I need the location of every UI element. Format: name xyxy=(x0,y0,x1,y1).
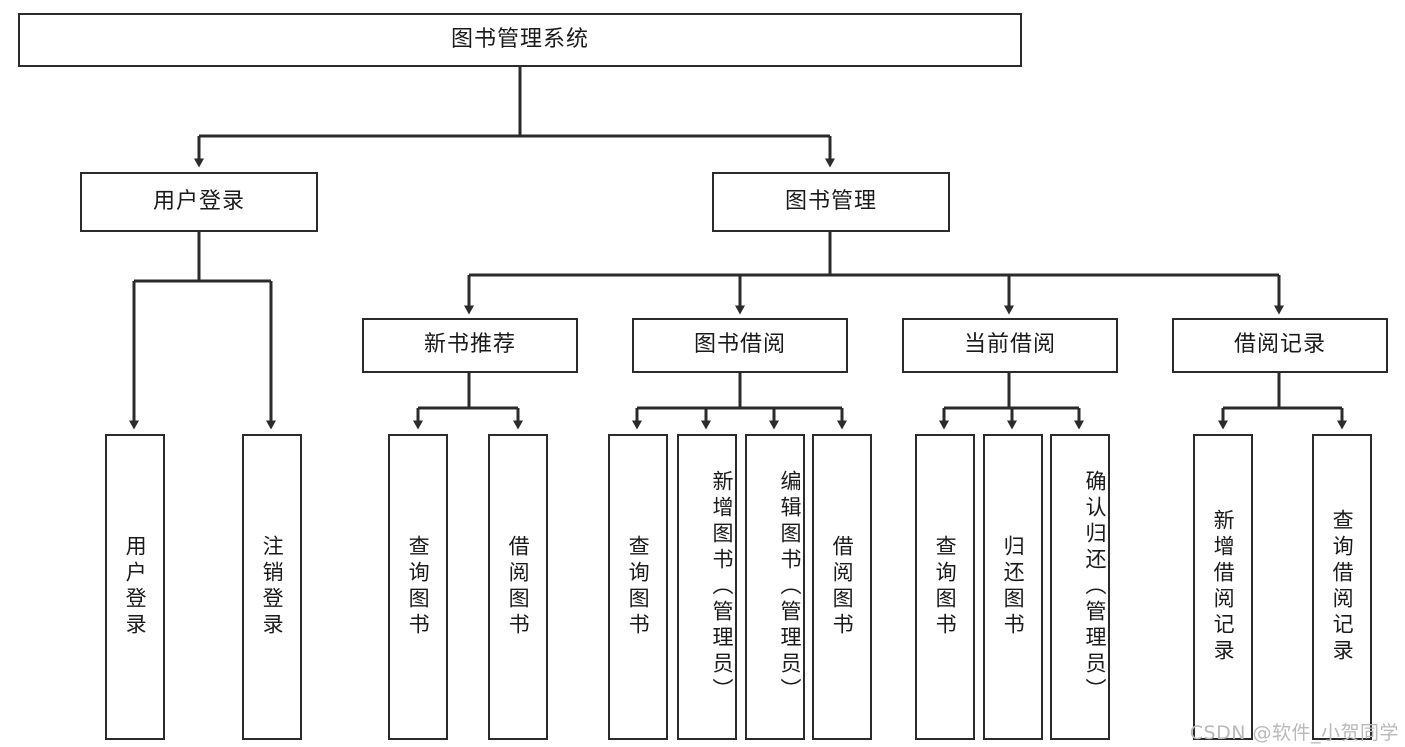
node-user-login-label: 用户登录 xyxy=(152,188,245,214)
node-leaf-edit-book[interactable]: 编辑图书（管理员） xyxy=(745,434,805,740)
node-current-borrow[interactable]: 当前借阅 xyxy=(902,318,1118,373)
node-leaf-add-book-label: 新增图书（管理员） xyxy=(710,470,734,704)
node-leaf-logout-login[interactable]: 注销登录 xyxy=(242,434,302,740)
node-new-book-recommend[interactable]: 新书推荐 xyxy=(362,318,578,373)
node-leaf-user-login-label: 用户登录 xyxy=(123,535,148,639)
node-leaf-add-record-label: 新增借阅记录 xyxy=(1211,509,1236,665)
node-leaf-query-record[interactable]: 查询借阅记录 xyxy=(1312,434,1372,740)
node-leaf-query-book-2[interactable]: 查询图书 xyxy=(608,434,668,740)
node-borrow-record-label: 借阅记录 xyxy=(1233,332,1326,358)
node-leaf-edit-book-label: 编辑图书（管理员） xyxy=(778,470,802,704)
node-leaf-add-record[interactable]: 新增借阅记录 xyxy=(1193,434,1253,740)
node-leaf-query-book-1[interactable]: 查询图书 xyxy=(388,434,448,740)
node-borrow-record[interactable]: 借阅记录 xyxy=(1172,318,1388,373)
node-leaf-user-login[interactable]: 用户登录 xyxy=(105,434,165,740)
node-leaf-query-book-1-label: 查询图书 xyxy=(406,535,431,639)
node-leaf-query-record-label: 查询借阅记录 xyxy=(1330,509,1355,665)
node-book-borrow[interactable]: 图书借阅 xyxy=(632,318,848,373)
node-leaf-borrow-book-2[interactable]: 借阅图书 xyxy=(812,434,872,740)
node-leaf-confirm-return[interactable]: 确认归还（管理员） xyxy=(1050,434,1110,740)
node-new-book-recommend-label: 新书推荐 xyxy=(423,332,516,358)
node-current-borrow-label: 当前借阅 xyxy=(963,332,1056,358)
node-leaf-query-book-3-label: 查询图书 xyxy=(933,535,958,639)
node-leaf-borrow-book-1[interactable]: 借阅图书 xyxy=(488,434,548,740)
node-root[interactable]: 图书管理系统 xyxy=(18,13,1022,67)
node-leaf-return-book-label: 归还图书 xyxy=(1001,535,1026,639)
node-leaf-borrow-book-1-label: 借阅图书 xyxy=(506,535,531,639)
node-book-management[interactable]: 图书管理 xyxy=(712,172,950,232)
node-leaf-confirm-return-label: 确认归还（管理员） xyxy=(1083,470,1107,704)
node-book-management-label: 图书管理 xyxy=(784,188,877,214)
node-leaf-borrow-book-2-label: 借阅图书 xyxy=(830,535,855,639)
node-book-borrow-label: 图书借阅 xyxy=(693,332,786,358)
node-leaf-return-book[interactable]: 归还图书 xyxy=(983,434,1043,740)
node-root-label: 图书管理系统 xyxy=(450,26,589,52)
node-leaf-query-book-2-label: 查询图书 xyxy=(626,535,651,639)
node-leaf-query-book-3[interactable]: 查询图书 xyxy=(915,434,975,740)
node-user-login[interactable]: 用户登录 xyxy=(80,172,318,232)
node-leaf-logout-login-label: 注销登录 xyxy=(260,535,285,639)
node-leaf-add-book[interactable]: 新增图书（管理员） xyxy=(677,434,737,740)
